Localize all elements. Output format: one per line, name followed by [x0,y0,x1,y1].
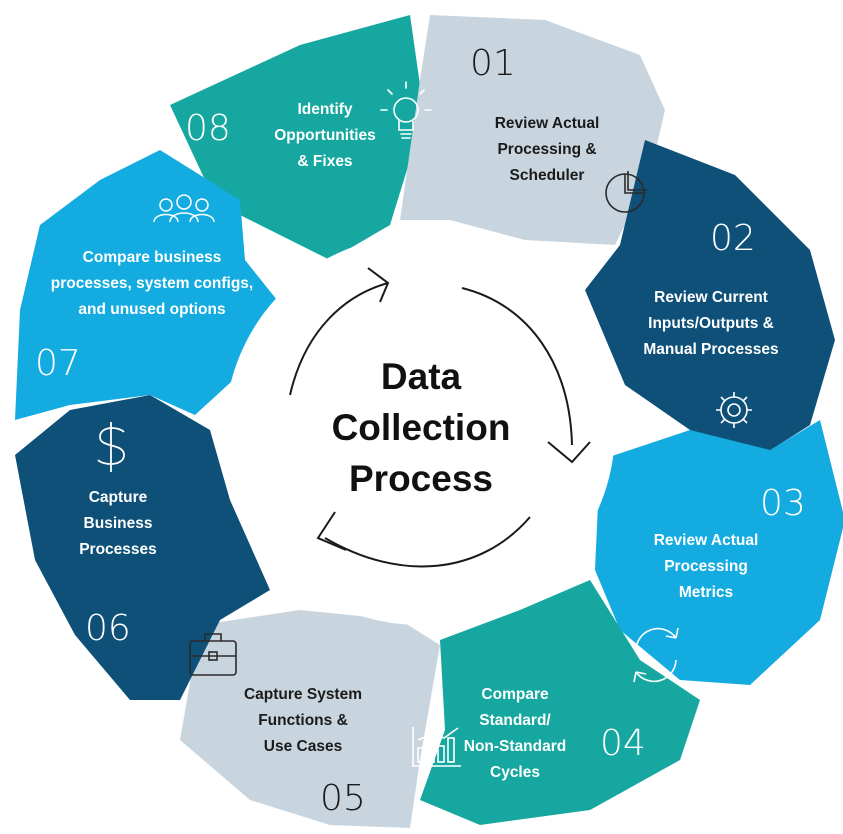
gear-icon [716,392,752,428]
svg-text:Functions &: Functions & [258,712,348,729]
cycle-arrow-bottom-head [316,511,347,551]
segment-03 [595,420,843,685]
svg-text:Inputs/Outputs &: Inputs/Outputs & [648,315,774,332]
briefcase-icon [189,633,237,676]
cycle-arrow-top [289,282,389,396]
bar-chart-icon [412,727,461,767]
step-label-02: Review Current Inputs/Outputs & Manual P… [643,289,778,358]
segment-04 [420,580,700,825]
step-number-08: 08 [185,108,231,149]
svg-text:Use Cases: Use Cases [264,738,342,755]
svg-text:Standard/: Standard/ [479,712,551,729]
step-number-03: 03 [760,483,806,524]
center-title-line-3: Process [349,458,493,499]
svg-text:& Fixes: & Fixes [297,153,352,170]
step-label-06: Capture Business Processes [79,489,157,558]
cycle-arrow-right-head [547,441,591,464]
step-label-07: Compare business processes, system confi… [51,249,253,318]
segment-01 [400,15,665,245]
cycle-arrow-bottom [324,516,531,568]
people-group-icon [153,194,215,223]
step-number-01: 01 [470,43,516,84]
lightbulb-icon [380,81,432,139]
step-label-08: Identify Opportunities & Fixes [274,101,376,170]
step-label-01: Review Actual Processing & Scheduler [495,115,600,184]
svg-text:Compare business: Compare business [83,249,222,266]
svg-text:Review Actual: Review Actual [654,532,759,549]
svg-text:Capture System: Capture System [244,686,362,703]
segment-05 [180,610,440,828]
dollar-icon [97,422,125,472]
svg-text:Non-Standard: Non-Standard [464,738,566,755]
svg-text:Identify: Identify [297,101,352,118]
svg-text:Processes: Processes [79,541,157,558]
svg-text:Review Actual: Review Actual [495,115,600,132]
svg-text:processes, system configs,: processes, system configs, [51,275,253,292]
step-label-05: Capture System Functions & Use Cases [244,686,362,755]
step-number-07: 07 [35,343,81,384]
svg-text:Scheduler: Scheduler [510,167,585,184]
center-title-line-2: Collection [332,407,511,448]
svg-text:Processing &: Processing & [497,141,596,158]
cycle-arrow-right [461,287,573,446]
step-number-04: 04 [600,723,646,764]
svg-text:Compare: Compare [481,686,549,703]
step-label-04: Compare Standard/ Non-Standard Cycles [464,686,566,781]
svg-text:Review Current: Review Current [654,289,768,306]
svg-text:Metrics: Metrics [679,584,733,601]
segment-06 [15,395,270,700]
svg-text:Capture: Capture [89,489,148,506]
step-number-06: 06 [85,608,131,649]
svg-text:Cycles: Cycles [490,764,540,781]
cycle-arrow-top-head [367,267,390,303]
pie-chart-icon [605,171,647,213]
segment-07 [15,150,285,420]
center-circle [225,235,615,625]
svg-text:Opportunities: Opportunities [274,127,376,144]
step-number-05: 05 [320,778,366,819]
center-title-line-1: Data [381,356,462,397]
svg-text:Business: Business [84,515,153,532]
refresh-cycle-icon [633,627,679,683]
svg-text:Manual Processes: Manual Processes [643,341,778,358]
segment-02 [585,140,835,460]
svg-text:and unused options: and unused options [78,301,225,318]
step-number-02: 02 [710,218,756,259]
svg-text:Processing: Processing [664,558,748,575]
step-label-03: Review Actual Processing Metrics [654,532,759,601]
